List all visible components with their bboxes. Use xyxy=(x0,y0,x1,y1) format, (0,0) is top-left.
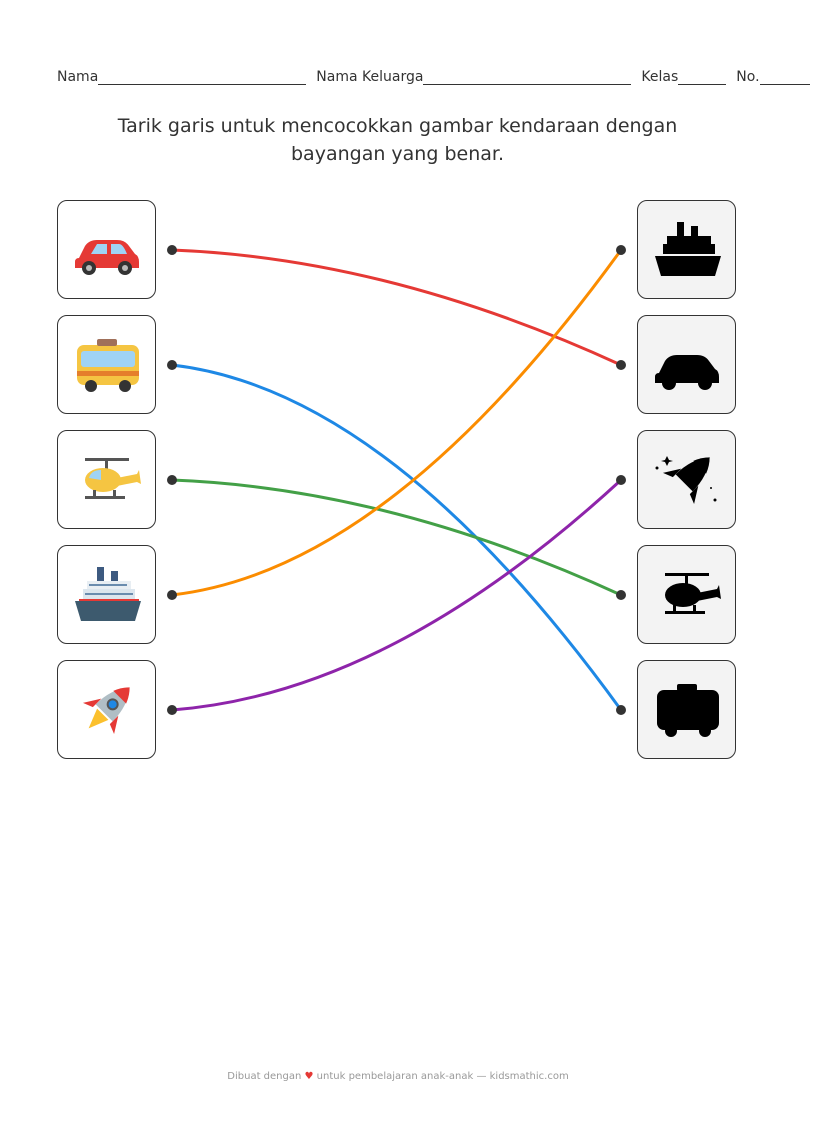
helicopter-silhouette-icon xyxy=(664,572,721,614)
right-picture-card[interactable] xyxy=(637,430,736,529)
bus-icon xyxy=(76,338,139,392)
right-connector-dot[interactable] xyxy=(616,590,626,600)
ship-icon xyxy=(74,566,141,621)
right-connector-dot[interactable] xyxy=(616,360,626,370)
left-connector-dot[interactable] xyxy=(167,475,177,485)
number-label: No. xyxy=(736,69,760,85)
student-info-header: Nama Nama Keluarga Kelas No. xyxy=(57,69,810,85)
right-picture-card[interactable] xyxy=(637,545,736,644)
instruction-text: Tarik garis untuk mencocokkan gambar ken… xyxy=(117,115,678,165)
footer-prefix: Dibuat dengan xyxy=(227,1071,302,1082)
match-line xyxy=(171,248,622,367)
helicopter-icon xyxy=(84,457,141,499)
left-picture-card[interactable] xyxy=(57,430,156,529)
name-label: Nama xyxy=(57,69,99,85)
heart-icon: ♥ xyxy=(304,1071,314,1082)
footer-suffix: untuk pembelajaran anak-anak — kidsmathi… xyxy=(316,1071,569,1082)
match-line xyxy=(171,249,623,597)
right-picture-card[interactable] xyxy=(637,660,736,759)
right-connector-dot[interactable] xyxy=(616,705,626,715)
number-field[interactable] xyxy=(759,70,810,85)
car-silhouette-icon xyxy=(654,354,719,390)
family-name-field[interactable] xyxy=(423,70,632,85)
class-label: Kelas xyxy=(641,69,679,85)
bus-silhouette-icon xyxy=(656,683,719,737)
match-line xyxy=(171,478,622,597)
left-picture-card[interactable] xyxy=(57,660,156,759)
left-connector-dot[interactable] xyxy=(167,360,177,370)
left-connector-dot[interactable] xyxy=(167,590,177,600)
right-connector-dot[interactable] xyxy=(616,475,626,485)
family-name-label: Nama Keluarga xyxy=(316,69,424,85)
class-field[interactable] xyxy=(678,70,727,85)
right-picture-card[interactable] xyxy=(637,315,736,414)
rocket-icon xyxy=(82,686,130,734)
right-picture-card[interactable] xyxy=(637,200,736,299)
ship-silhouette-icon xyxy=(654,221,721,276)
rocket-silhouette-icon xyxy=(655,455,716,504)
match-line xyxy=(171,478,623,712)
name-field[interactable] xyxy=(98,70,307,85)
car-icon xyxy=(74,239,139,275)
left-picture-card[interactable] xyxy=(57,315,156,414)
right-connector-dot[interactable] xyxy=(616,245,626,255)
left-picture-card[interactable] xyxy=(57,200,156,299)
left-picture-card[interactable] xyxy=(57,545,156,644)
left-connector-dot[interactable] xyxy=(167,245,177,255)
match-line xyxy=(171,363,623,711)
footer: Dibuat dengan ♥ untuk pembelajaran anak-… xyxy=(0,1071,796,1082)
left-connector-dot[interactable] xyxy=(167,705,177,715)
